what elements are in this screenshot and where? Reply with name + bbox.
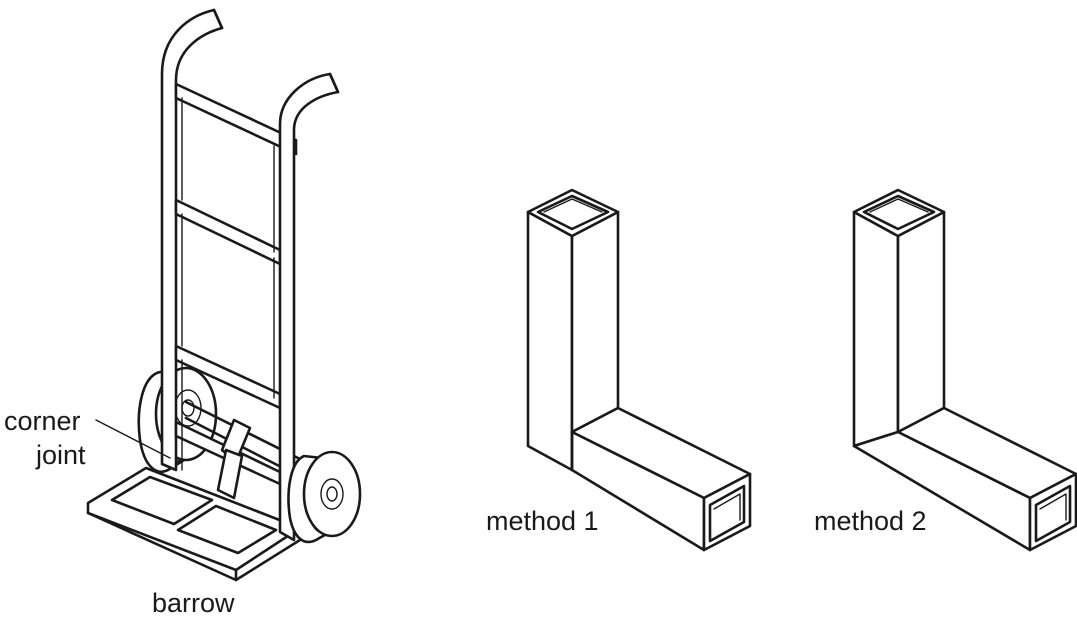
corner-label-line1: corner xyxy=(4,406,81,436)
left-upright xyxy=(160,8,224,472)
method2-drawing xyxy=(852,188,1077,552)
right-wheel xyxy=(287,450,362,544)
brace xyxy=(216,418,252,500)
inner-frame xyxy=(181,97,275,471)
cross-bars xyxy=(174,82,298,486)
method1-label: method 1 xyxy=(486,506,599,536)
barrow-drawing xyxy=(86,8,362,582)
method2-label: method 2 xyxy=(814,506,927,536)
barrow-label: barrow xyxy=(152,588,235,618)
left-wheel xyxy=(137,366,218,473)
right-upright xyxy=(278,72,340,542)
method1-drawing xyxy=(526,188,752,552)
nose-plate xyxy=(86,466,302,582)
corner-label-line2: joint xyxy=(35,440,86,470)
corner-joint-leader xyxy=(95,419,171,459)
